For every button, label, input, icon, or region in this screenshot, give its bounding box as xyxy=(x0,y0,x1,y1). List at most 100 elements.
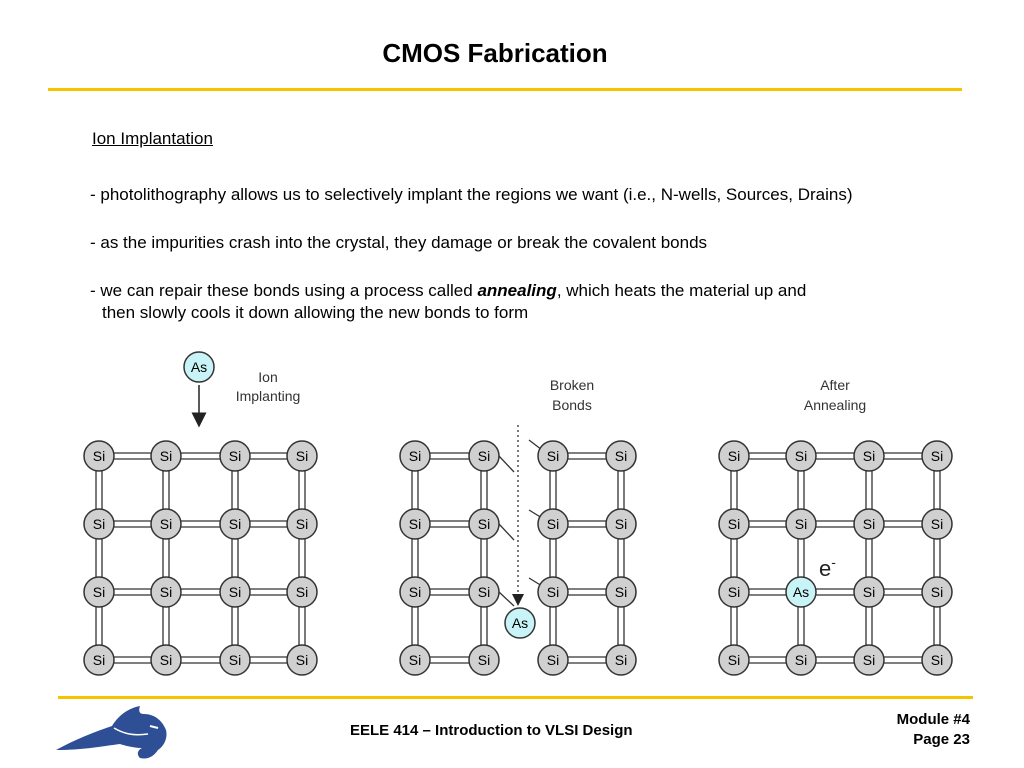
footer-module: Module #4 xyxy=(896,711,970,728)
si-atom xyxy=(921,644,953,676)
si-atom-label: Si xyxy=(296,584,308,600)
si-atom xyxy=(605,644,637,676)
si-atom-label: Si xyxy=(409,652,421,668)
si-atom-label: Si xyxy=(863,652,875,668)
si-atom xyxy=(718,440,750,472)
si-atom-label: Si xyxy=(547,652,559,668)
si-atom xyxy=(219,440,251,472)
panel3-label-line2: Annealing xyxy=(804,397,866,413)
si-atom xyxy=(853,440,885,472)
broken-bond xyxy=(498,523,515,541)
si-atom xyxy=(219,508,251,540)
bullet-1: - photolithography allows us to selectiv… xyxy=(90,185,853,204)
si-atom xyxy=(399,644,431,676)
si-atom xyxy=(219,576,251,608)
si-atom xyxy=(150,508,182,540)
si-atom-label: Si xyxy=(296,652,308,668)
si-atom xyxy=(718,576,750,608)
si-atom-label: Si xyxy=(478,652,490,668)
si-atom-label: Si xyxy=(547,448,559,464)
panel1-label-line1: Ion xyxy=(258,369,277,385)
si-atom xyxy=(605,576,637,608)
si-atom xyxy=(468,508,500,540)
bullet-3-emphasis: annealing xyxy=(477,281,557,300)
bobcat-logo-icon xyxy=(56,706,167,759)
si-atom-label: Si xyxy=(160,584,172,600)
as-ion-label: As xyxy=(191,359,207,375)
si-atom-label: Si xyxy=(615,584,627,600)
si-atom xyxy=(83,508,115,540)
si-atom-label: Si xyxy=(728,652,740,668)
si-atom-label: Si xyxy=(93,448,105,464)
si-atom-label: Si xyxy=(478,584,490,600)
si-atom-label: Si xyxy=(409,516,421,532)
si-atom xyxy=(83,644,115,676)
as-dopant-atom xyxy=(504,607,536,639)
si-atom-label: Si xyxy=(547,584,559,600)
bullet-3-text-c: then slowly cools it down allowing the n… xyxy=(102,303,529,322)
si-atom-label: Si xyxy=(160,652,172,668)
si-atom xyxy=(399,576,431,608)
si-atom xyxy=(399,440,431,472)
panel2-label-line1: Broken xyxy=(550,377,594,393)
footer-course-title: EELE 414 – Introduction to VLSI Design xyxy=(350,722,633,739)
si-atom xyxy=(150,576,182,608)
si-atom xyxy=(83,440,115,472)
top-divider xyxy=(48,88,962,91)
si-atom-label: Si xyxy=(795,652,807,668)
si-atom xyxy=(605,440,637,472)
si-atom-label: Si xyxy=(296,448,308,464)
si-atom xyxy=(537,644,569,676)
si-atom-label: Si xyxy=(409,448,421,464)
si-atom xyxy=(605,508,637,540)
si-atom xyxy=(286,440,318,472)
si-atom xyxy=(718,644,750,676)
si-atom-label: Si xyxy=(863,516,875,532)
si-atom xyxy=(286,576,318,608)
bullet-3-text-a: - we can repair these bonds using a proc… xyxy=(90,281,478,300)
bullet-3-text-b: , which heats the material up and xyxy=(556,281,807,300)
si-atom xyxy=(219,644,251,676)
si-atom-label: Si xyxy=(728,584,740,600)
panel1-label-line2: Implanting xyxy=(236,388,301,404)
si-atom-label: Si xyxy=(229,448,241,464)
si-atom xyxy=(921,576,953,608)
si-atom xyxy=(537,508,569,540)
slide-title: CMOS Fabrication xyxy=(382,38,608,68)
si-atom-label: Si xyxy=(229,652,241,668)
si-atom-label: Si xyxy=(296,516,308,532)
footer-page-info: Module #4 Page 23 xyxy=(897,710,970,750)
si-atom-label: Si xyxy=(229,516,241,532)
si-atom xyxy=(853,508,885,540)
si-atom xyxy=(83,576,115,608)
broken-bond xyxy=(498,591,515,607)
si-atom-label: Si xyxy=(547,516,559,532)
si-atom-label: Si xyxy=(728,448,740,464)
footer-page-number: Page 23 xyxy=(913,731,970,748)
si-atom-label: Si xyxy=(863,584,875,600)
si-atom-label: Si xyxy=(795,448,807,464)
as-substituted-atom-label: As xyxy=(793,584,809,600)
si-atom-label: Si xyxy=(931,448,943,464)
si-atom-label: Si xyxy=(795,516,807,532)
si-atom xyxy=(286,644,318,676)
free-electron-label: e- xyxy=(819,554,836,581)
si-atom-label: Si xyxy=(160,448,172,464)
si-atom-label: Si xyxy=(93,652,105,668)
si-atom-label: Si xyxy=(615,448,627,464)
si-atom-label: Si xyxy=(863,448,875,464)
si-atom xyxy=(286,508,318,540)
si-atom-label: Si xyxy=(615,516,627,532)
si-atom xyxy=(853,576,885,608)
si-atom-label: Si xyxy=(931,584,943,600)
broken-bond xyxy=(498,455,515,473)
si-atom xyxy=(785,644,817,676)
si-atom xyxy=(468,440,500,472)
si-atom xyxy=(399,508,431,540)
si-atom-label: Si xyxy=(728,516,740,532)
si-atom-label: Si xyxy=(931,652,943,668)
si-atom xyxy=(150,644,182,676)
